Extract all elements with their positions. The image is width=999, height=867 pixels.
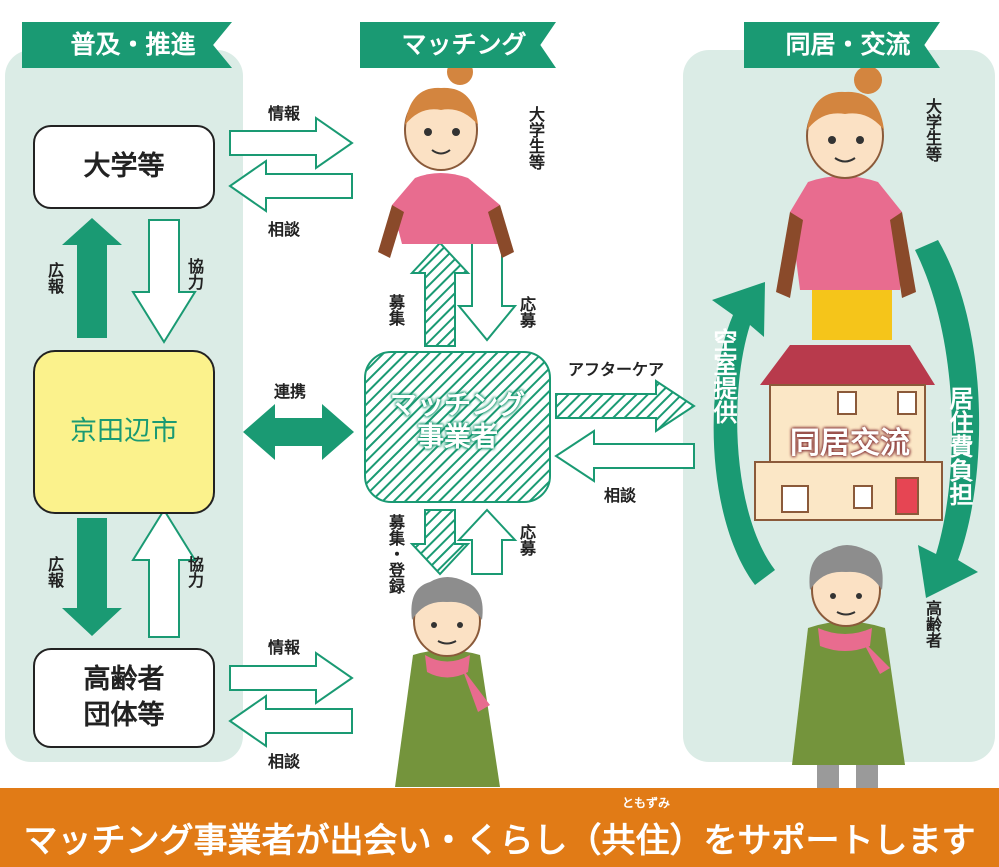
elderly-group-box: 高齢者 団体等 — [33, 648, 215, 748]
header-cohabitation: 同居・交流 — [744, 22, 940, 68]
banner-ruby: ともずみ — [622, 796, 671, 810]
info-arrow-bottom — [229, 651, 354, 705]
consult-label-top: 相談 — [268, 220, 301, 239]
banner-text: マッチング事業者が出会い・くらし（共住）をサポートします — [23, 821, 976, 861]
partnership-arrow — [243, 404, 354, 460]
matching-entity-label: マッチング 事業者 — [365, 390, 550, 454]
elderly-label-right: 高齢者 — [923, 600, 942, 648]
coop-label-top: 協力 — [185, 258, 204, 290]
student-label-center: 大学生等 — [526, 106, 545, 170]
header-matching-label: マッチング — [401, 30, 527, 59]
header-promotion-label: 普及・推進 — [70, 30, 196, 59]
pr-label-top: 広報 — [45, 262, 64, 294]
recruit-arrow-top — [409, 241, 471, 347]
recruit-label-top: 募集 — [386, 294, 405, 326]
pr-arrow-up-top — [62, 218, 122, 338]
university-box: 大学等 — [33, 125, 215, 209]
apply-arrow-bottom — [456, 508, 518, 575]
student-label-right: 大学生等 — [923, 98, 942, 162]
city-box: 京田辺市 — [33, 350, 215, 514]
house-illustration — [754, 345, 943, 521]
header-matching: マッチング — [360, 22, 556, 68]
matching-entity-box — [364, 351, 551, 503]
consult-arrow-bottom — [228, 694, 353, 748]
housing-cost-curve-arrow — [915, 240, 980, 598]
student-right-illustration — [776, 66, 916, 340]
bottom-banner: ともずみ マッチング事業者が出会い・くらし（共住）をサポートします — [0, 788, 999, 867]
elderly-right-illustration — [792, 545, 905, 788]
apply-label-top: 応募 — [517, 296, 536, 328]
matching-entity-line1: マッチング — [390, 390, 525, 421]
aftercare-arrow — [555, 379, 696, 433]
header-promotion: 普及・推進 — [22, 22, 232, 68]
aftercare-label: アフターケア — [568, 360, 665, 379]
info-arrow-top — [229, 116, 354, 170]
info-label-bottom: 情報 — [268, 638, 301, 657]
partner-label: 連携 — [274, 382, 307, 401]
elderly-center-illustration — [395, 577, 500, 787]
pr-label-bottom: 広報 — [45, 556, 64, 588]
coop-label-bottom: 協力 — [185, 556, 204, 588]
vacant-room-label: 空室提供 — [709, 328, 737, 424]
city-label: 京田辺市 — [70, 416, 178, 447]
elderly-group-line1: 高齢者 — [83, 664, 165, 695]
info-label-top: 情報 — [268, 104, 301, 123]
house-label: 同居交流 — [790, 426, 910, 461]
apply-label-bottom: 応募 — [517, 524, 536, 556]
coop-arrow-down-top — [131, 219, 197, 344]
pr-arrow-down-bottom — [62, 518, 122, 636]
university-label: 大学等 — [83, 151, 165, 182]
consult-label-bottom: 相談 — [268, 752, 301, 771]
student-center-illustration — [378, 59, 514, 258]
consult-label-right: 相談 — [604, 486, 637, 505]
recruit-label-bottom: 募集・登録 — [386, 514, 405, 594]
matching-entity-line2: 事業者 — [417, 422, 498, 453]
consult-arrow-right — [554, 429, 695, 483]
elderly-group-line2: 団体等 — [83, 700, 165, 731]
coop-arrow-up-bottom — [131, 508, 197, 638]
vacant-room-curve-arrow — [712, 282, 775, 585]
consult-arrow-top — [228, 159, 353, 213]
apply-arrow-top — [456, 242, 518, 342]
recruit-arrow-bottom — [409, 509, 471, 576]
housing-cost-label: 居住費負担 — [945, 386, 973, 506]
header-cohabitation-label: 同居・交流 — [785, 30, 911, 59]
